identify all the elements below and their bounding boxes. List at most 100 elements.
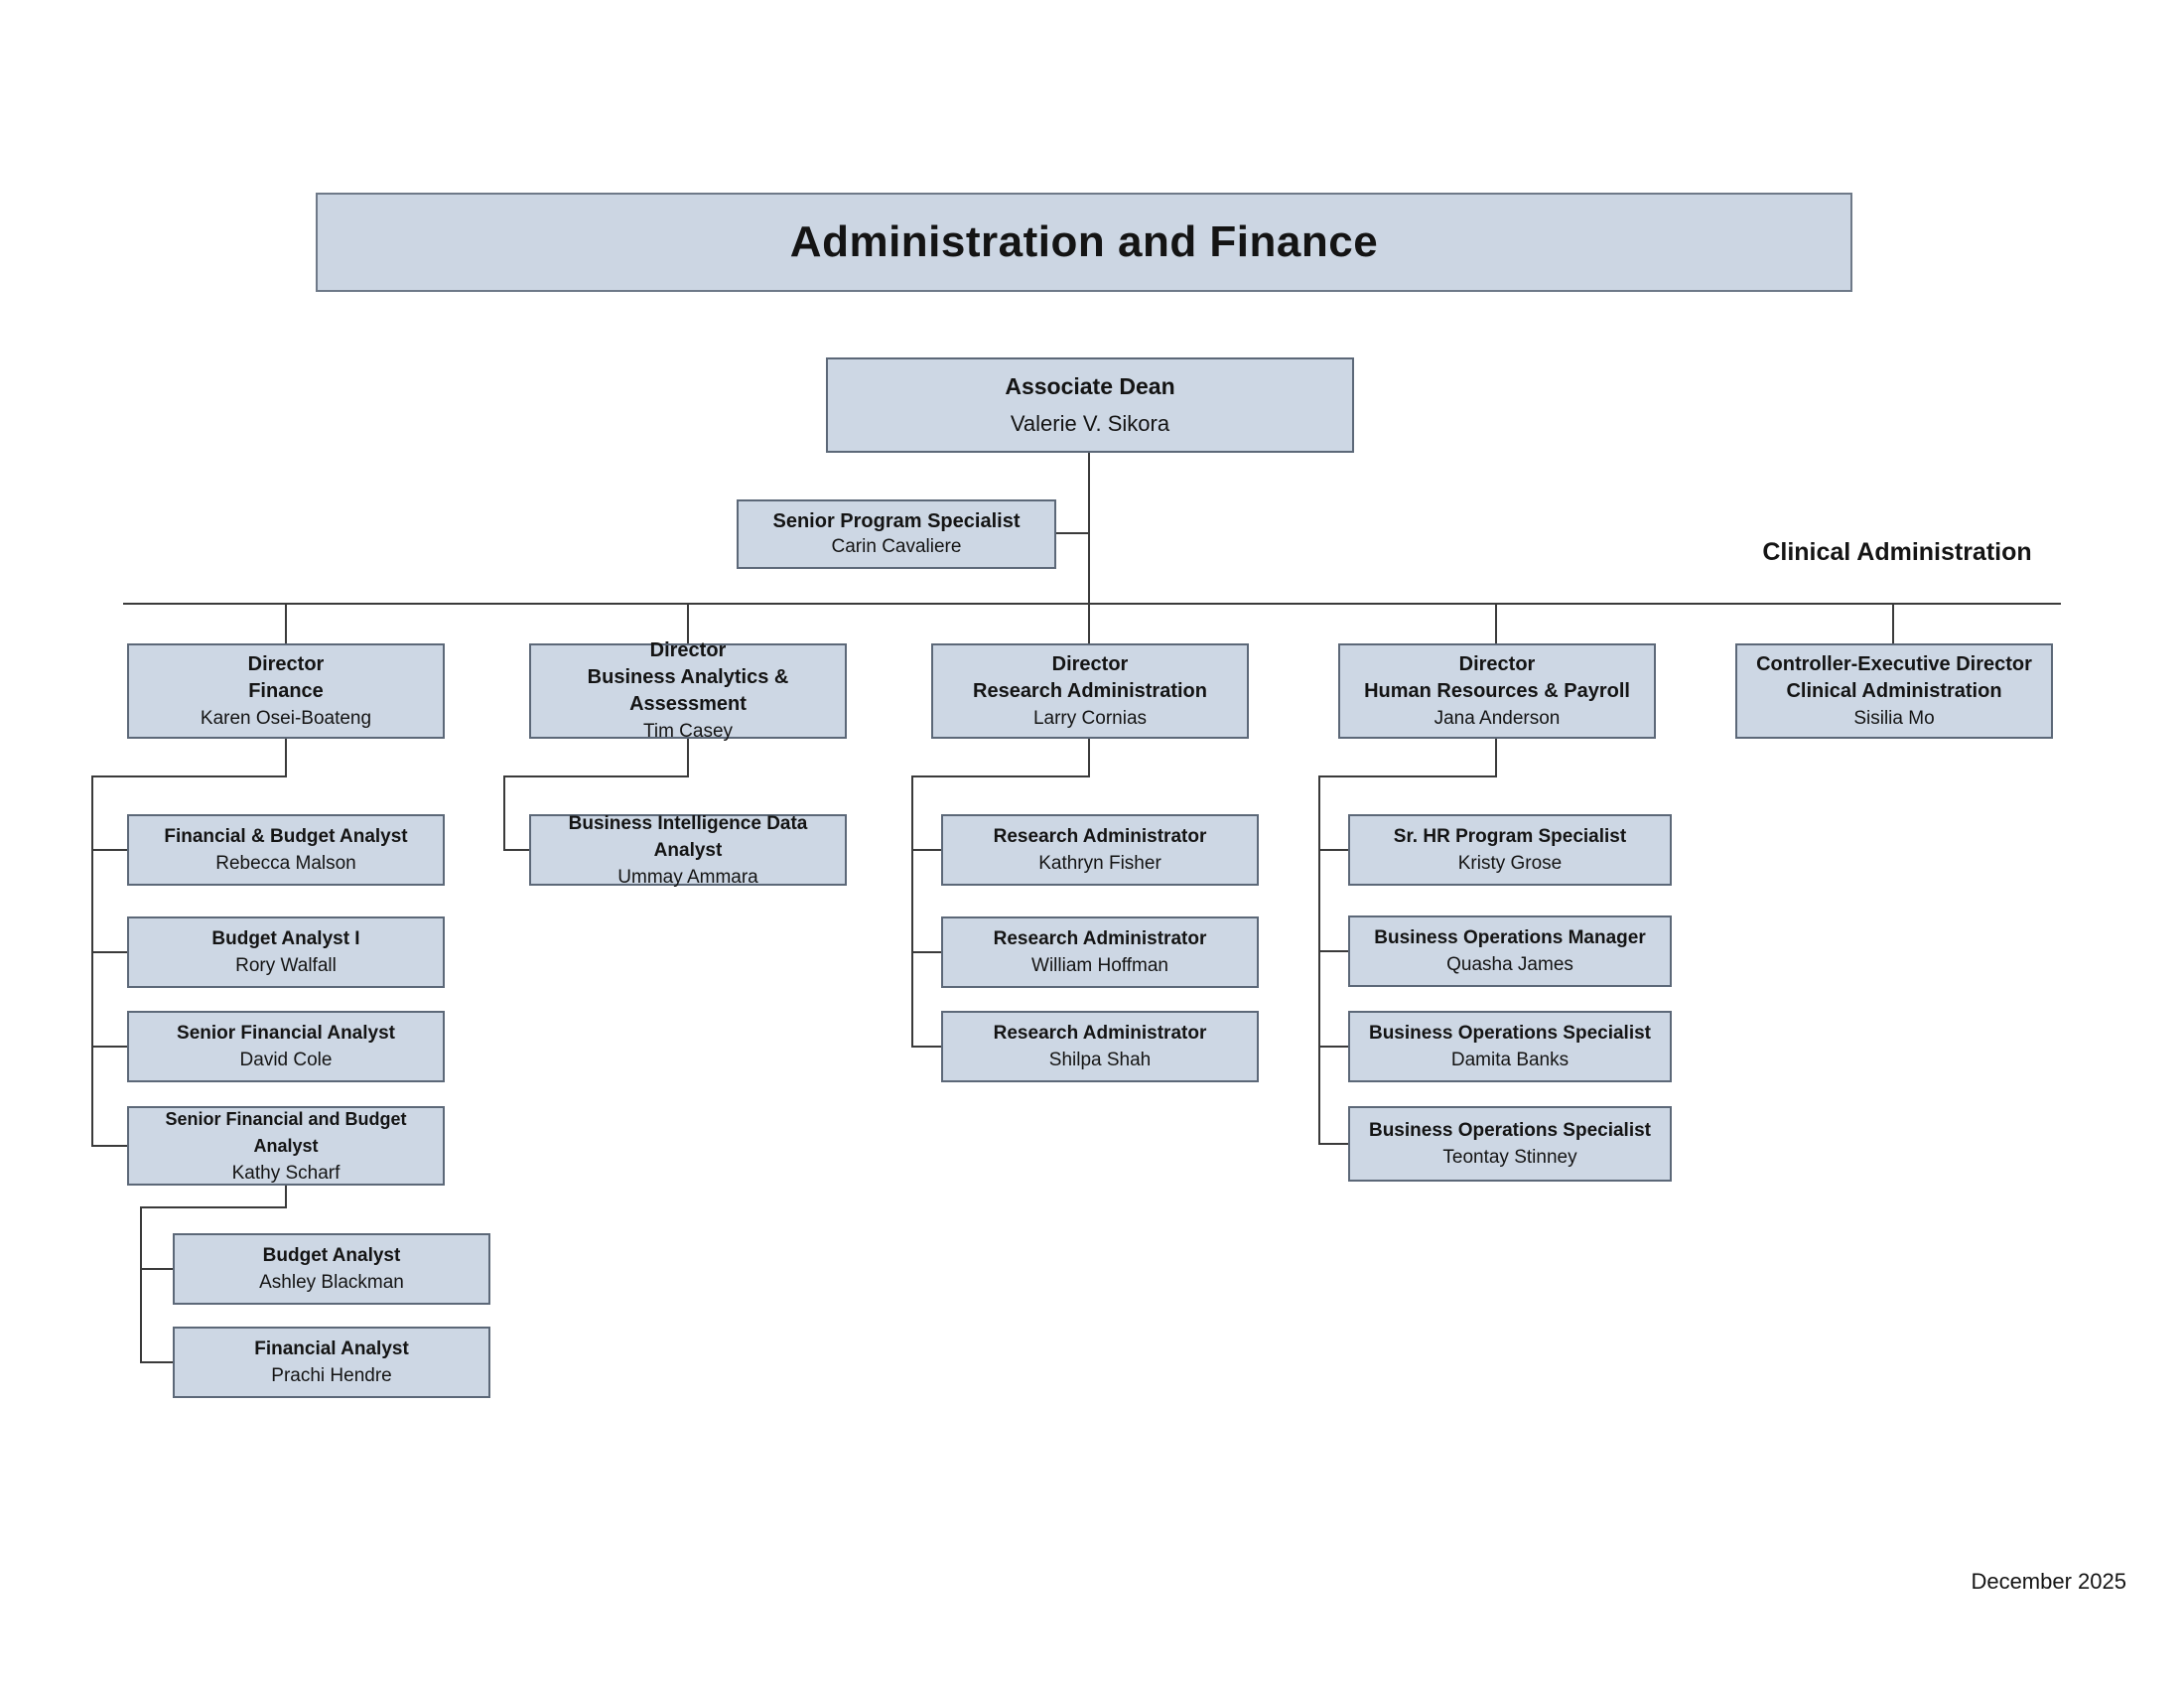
- node-person-name: Carin Cavaliere: [831, 536, 962, 557]
- node-person-name: Rebecca Malson: [215, 853, 356, 874]
- node-director-research-administration: Director Research Administration Larry C…: [931, 643, 1249, 739]
- node-title: Financial Analyst: [254, 1338, 409, 1359]
- node-subtitle: Business Analytics & Assessment: [587, 666, 789, 715]
- node-financial-budget-analyst: Financial & Budget Analyst Rebecca Malso…: [127, 814, 445, 886]
- connector-stub-ra3: [911, 1046, 941, 1048]
- node-research-administrator-2: Research Administrator William Hoffman: [941, 916, 1259, 988]
- node-business-operations-specialist-2: Business Operations Specialist Teontay S…: [1348, 1106, 1672, 1182]
- node-title: Research Administrator: [993, 1023, 1207, 1044]
- node-person-name: Karen Osei-Boateng: [200, 707, 372, 729]
- connector-ra-spine: [911, 775, 913, 1048]
- connector-drop-ba: [687, 605, 689, 643]
- node-subtitle: Research Administration: [973, 679, 1207, 702]
- connector-stub-ra1: [911, 849, 941, 851]
- node-director-hr-payroll: Director Human Resources & Payroll Jana …: [1338, 643, 1656, 739]
- node-subtitle: Human Resources & Payroll: [1364, 679, 1630, 702]
- node-business-intelligence-data-analyst: Business Intelligence Data Analyst Ummay…: [529, 813, 847, 888]
- node-person-name: Teontay Stinney: [1442, 1147, 1577, 1168]
- node-person-name: Larry Cornias: [1032, 707, 1148, 729]
- connector-hr-elbow: [1318, 775, 1497, 777]
- connector-drop-finance: [285, 605, 287, 643]
- connector-stub-hr3: [1318, 1046, 1348, 1048]
- node-person-name: Tim Casey: [642, 721, 734, 742]
- node-person-name: Rory Walfall: [235, 955, 337, 976]
- node-subtitle: Finance: [248, 679, 324, 702]
- node-senior-financial-analyst: Senior Financial Analyst David Cole: [127, 1011, 445, 1082]
- node-title: Senior Financial and Budget Analyst: [165, 1108, 407, 1156]
- node-senior-program-specialist: Senior Program Specialist Carin Cavalier…: [737, 499, 1056, 569]
- node-title: Business Operations Specialist: [1368, 1120, 1652, 1141]
- connector-stub-hr4: [1318, 1143, 1348, 1145]
- connector-directors-bus: [123, 603, 2061, 605]
- connector-ra-down: [1088, 739, 1090, 776]
- chart-title: Administration and Finance: [316, 193, 1852, 292]
- node-business-operations-manager: Business Operations Manager Quasha James: [1348, 915, 1672, 987]
- connector-ra-elbow: [911, 775, 1090, 777]
- node-business-operations-specialist-1: Business Operations Specialist Damita Ba…: [1348, 1011, 1672, 1082]
- connector-finance-down: [285, 739, 287, 776]
- node-title: Budget Analyst I: [211, 928, 360, 949]
- node-title: Business Operations Specialist: [1368, 1023, 1652, 1044]
- connector-stub-hr1: [1318, 849, 1348, 851]
- node-title: Director: [1051, 652, 1129, 675]
- node-research-administrator-1: Research Administrator Kathryn Fisher: [941, 814, 1259, 886]
- node-controller-clinical-administration: Controller-Executive Director Clinical A…: [1735, 643, 2053, 739]
- connector-fin4-elbow: [140, 1206, 287, 1208]
- node-person-name: Quasha James: [1446, 954, 1573, 975]
- node-senior-financial-and-budget-analyst: Senior Financial and Budget Analyst Kath…: [127, 1106, 445, 1186]
- node-sr-hr-program-specialist: Sr. HR Program Specialist Kristy Grose: [1348, 814, 1672, 886]
- node-person-name: William Hoffman: [1031, 955, 1168, 976]
- date-label: December 2025: [1971, 1569, 2126, 1594]
- node-person-name: Kristy Grose: [1457, 853, 1563, 874]
- node-title: Research Administrator: [993, 826, 1207, 847]
- node-person-name: Damita Banks: [1450, 1050, 1570, 1070]
- node-title: Controller-Executive Director: [1756, 652, 2032, 675]
- node-person-name: Ummay Ammara: [617, 866, 758, 888]
- node-person-name: Prachi Hendre: [271, 1365, 392, 1386]
- node-person-name: David Cole: [239, 1050, 333, 1070]
- connector-fin4-spine: [140, 1206, 142, 1363]
- connector-stub-fin4b: [140, 1361, 173, 1363]
- node-research-administrator-3: Research Administrator Shilpa Shah: [941, 1011, 1259, 1082]
- node-title: Sr. HR Program Specialist: [1393, 826, 1627, 847]
- node-title: Research Administrator: [993, 928, 1207, 949]
- connector-drop-hr: [1495, 605, 1497, 643]
- node-title: Senior Program Specialist: [772, 510, 1021, 532]
- connector-fin4-down: [285, 1186, 287, 1208]
- node-associate-dean: Associate Dean Valerie V. Sikora: [826, 357, 1354, 453]
- node-title: Business Operations Manager: [1374, 927, 1646, 948]
- node-person-name: Ashley Blackman: [259, 1272, 404, 1293]
- node-person-name: Kathy Scharf: [231, 1162, 341, 1184]
- connector-stub-hr2: [1318, 950, 1348, 952]
- connector-finance-spine: [91, 775, 93, 1147]
- label-clinical-administration: Clinical Administration: [1762, 538, 2032, 566]
- node-financial-analyst: Financial Analyst Prachi Hendre: [173, 1327, 490, 1398]
- node-person-name: Kathryn Fisher: [1038, 853, 1161, 874]
- node-title: Associate Dean: [1005, 372, 1175, 399]
- node-person-name: Sisilia Mo: [1853, 707, 1935, 729]
- connector-ba-down: [687, 739, 689, 776]
- node-title: Budget Analyst: [262, 1245, 401, 1266]
- node-director-business-analytics: Director Business Analytics & Assessment…: [529, 639, 847, 742]
- connector-stub-fin2: [91, 951, 127, 953]
- connector-stub-fin1: [91, 849, 127, 851]
- connector-stub-fin3: [91, 1046, 127, 1048]
- node-subtitle: Clinical Administration: [1786, 679, 2002, 702]
- node-budget-analyst: Budget Analyst Ashley Blackman: [173, 1233, 490, 1305]
- node-title: Financial & Budget Analyst: [164, 826, 408, 847]
- connector-dean-drop: [1088, 453, 1090, 604]
- connector-finance-elbow: [91, 775, 287, 777]
- node-person-name: Jana Anderson: [1433, 707, 1561, 729]
- connector-ba-elbow: [503, 775, 689, 777]
- node-director-finance: Director Finance Karen Osei-Boateng: [127, 643, 445, 739]
- connector-ba-spine: [503, 775, 505, 851]
- connector-hr-spine: [1318, 775, 1320, 1145]
- node-title: Director: [649, 639, 727, 661]
- node-person-name: Valerie V. Sikora: [1010, 411, 1170, 437]
- connector-drop-ra: [1088, 605, 1090, 643]
- connector-hr-down: [1495, 739, 1497, 776]
- connector-stub-fin4a: [140, 1268, 173, 1270]
- connector-stub-ba1: [503, 849, 529, 851]
- node-title: Director: [1458, 652, 1536, 675]
